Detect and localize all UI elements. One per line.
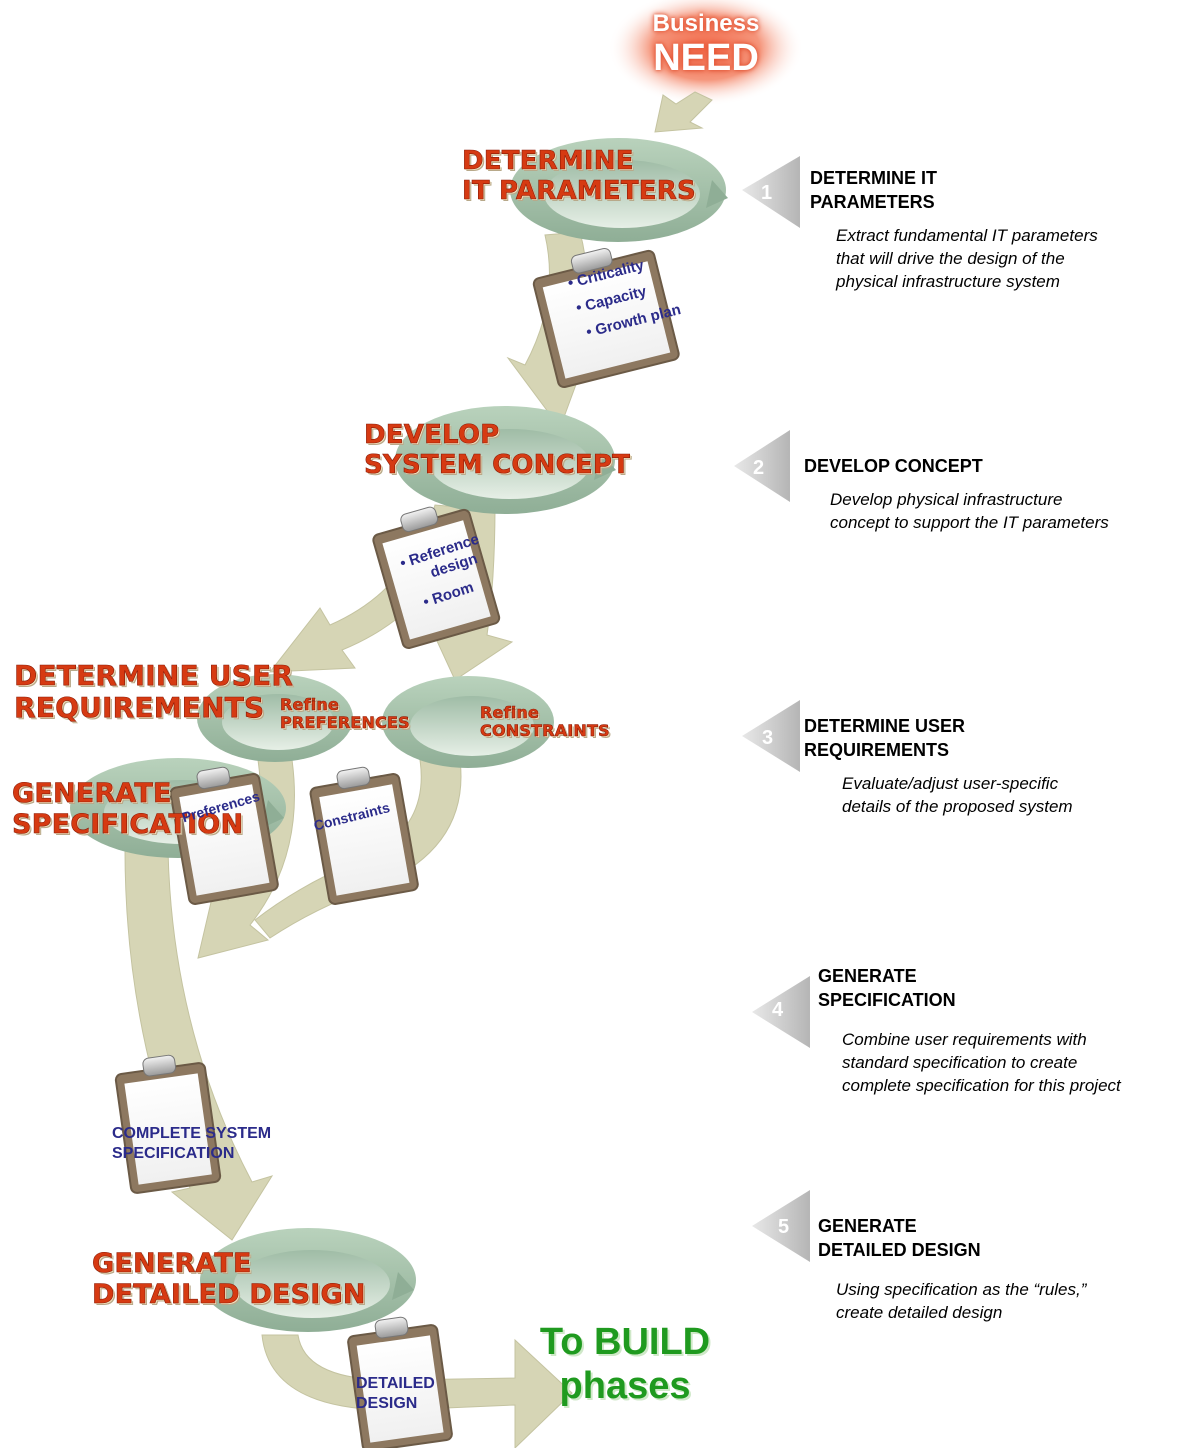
step-4-title-line2: SPECIFICATION <box>818 990 956 1010</box>
step-1-desc-line1: Extract fundamental IT parameters <box>836 226 1098 245</box>
stage-title-1: DETERMINE IT PARAMETERS <box>462 146 696 207</box>
refine-constraints-label: Refine CONSTRAINTS <box>480 703 610 740</box>
step-3-title-line2: REQUIREMENTS <box>804 740 950 760</box>
refine-constraints-line1: Refine <box>480 703 540 722</box>
step-5-block: GENERATE DETAILED DESIGN Using specifica… <box>818 1214 1086 1324</box>
step-number-2: 2 <box>753 457 765 479</box>
step-1-desc-line2: that will drive the design of the <box>836 249 1065 268</box>
stage-title-3-line1: DETERMINE USER <box>14 659 294 692</box>
step-3-desc-line2: details of the proposed system <box>842 797 1073 816</box>
stage-title-2-line1: DEVELOP <box>364 420 500 451</box>
flow-arrow-4-5 <box>124 849 274 1241</box>
clipboard-design-text: DETAILED DESIGN <box>356 1374 435 1414</box>
step-chevron-1 <box>742 156 800 228</box>
step-chevron-2 <box>734 430 790 502</box>
flow-arrow-need <box>654 91 713 133</box>
cycle-disc-5 <box>200 1228 416 1332</box>
step-chevron-3 <box>742 700 800 772</box>
to-build-phases-label: To BUILD phases <box>530 1320 720 1408</box>
step-2-block: DEVELOP CONCEPT Develop physical infrast… <box>804 454 1109 534</box>
cycle-disc-pref <box>197 674 353 762</box>
stage-title-3-line2: REQUIREMENTS <box>14 691 265 724</box>
clipboard-it-params <box>532 247 680 389</box>
step-3-desc-line1: Evaluate/adjust user-specific <box>842 774 1059 793</box>
clipboard-spec <box>114 1054 222 1194</box>
to-build-line2: phases <box>559 1365 691 1407</box>
step-2-title-line1: DEVELOP CONCEPT <box>804 456 983 476</box>
clipboard-spec-line1: COMPLETE SYSTEM <box>112 1125 272 1142</box>
step-1-desc-line3: physical infrastructure system <box>836 272 1060 291</box>
step-number-3: 3 <box>762 727 774 749</box>
business-need-line2: NEED <box>653 37 759 79</box>
step-5-title-line2: DETAILED DESIGN <box>818 1240 981 1260</box>
step-number-1: 1 <box>761 182 773 204</box>
step-3-title-line1: DETERMINE USER <box>804 716 966 736</box>
clipboard-spec-line2: SPECIFICATION <box>112 1145 235 1162</box>
step-2-desc-line2: concept to support the IT parameters <box>830 513 1109 532</box>
refine-preferences-line1: Refine <box>280 695 340 714</box>
step-4-title-line1: GENERATE <box>818 966 917 986</box>
step-2-desc-line1: Develop physical infrastructure <box>830 490 1063 509</box>
step-1-title-line1: DETERMINE IT <box>810 168 938 188</box>
stage-title-1-line1: DETERMINE <box>462 146 634 177</box>
step-5-title-line1: GENERATE <box>818 1216 917 1236</box>
clipboard-design <box>347 1316 453 1448</box>
stage-title-1-line2: IT PARAMETERS <box>462 176 696 207</box>
clipboard-design-line1: DETAILED <box>356 1375 435 1392</box>
stage-title-2-line2: SYSTEM CONCEPT <box>364 450 631 481</box>
stage-title-3: DETERMINE USER REQUIREMENTS <box>14 659 294 724</box>
business-need-glow <box>608 0 804 106</box>
refine-preferences-label: Refine PREFERENCES <box>280 695 410 732</box>
refine-preferences-line2: PREFERENCES <box>280 713 410 732</box>
stage-title-4: GENERATE SPECIFICATION <box>12 778 244 841</box>
business-need-line1: Business <box>652 10 760 37</box>
to-build-line1: To BUILD <box>539 1321 711 1363</box>
step-chevron-5 <box>752 1190 810 1262</box>
step-chevron-4-true <box>752 976 810 1048</box>
stage-title-4-line1: GENERATE <box>12 778 172 810</box>
cycle-disc-2 <box>395 406 616 514</box>
step-4-desc-line1: Combine user requirements with <box>842 1030 1087 1049</box>
cycle-disc-cons <box>382 676 554 768</box>
step-5-desc-line2: create detailed design <box>836 1303 1003 1322</box>
step-4-block: GENERATE SPECIFICATION Combine user requ… <box>818 964 1121 1097</box>
step-1-title-line2: PARAMETERS <box>810 192 935 212</box>
cycle-disc-1 <box>510 138 728 242</box>
stage-title-5: GENERATE DETAILED DESIGN <box>92 1248 366 1311</box>
business-need-label: Business NEED <box>640 10 772 78</box>
clipboard-design-line2: DESIGN <box>356 1395 418 1412</box>
clipboard-spec-text: COMPLETE SYSTEM SPECIFICATION <box>112 1124 271 1164</box>
stage-title-2: DEVELOP SYSTEM CONCEPT <box>364 420 631 481</box>
clipboard-preferences <box>169 766 279 905</box>
step-1-block: DETERMINE IT PARAMETERS Extract fundamen… <box>810 166 1098 293</box>
step-3-block: DETERMINE USER REQUIREMENTS Evaluate/adj… <box>804 714 1073 818</box>
stage-title-5-line1: GENERATE <box>92 1248 252 1280</box>
refine-constraints-line2: CONSTRAINTS <box>480 721 610 740</box>
step-4-desc-line3: complete specification for this project <box>842 1076 1121 1095</box>
stage-title-5-line2: DETAILED DESIGN <box>92 1279 366 1311</box>
step-4-desc-line2: standard specification to create <box>842 1053 1078 1072</box>
clipboard-constraints <box>309 766 419 905</box>
step-number-5: 5 <box>778 1216 790 1238</box>
clipboard-concept <box>372 506 501 650</box>
step-5-desc-line1: Using specification as the “rules,” <box>836 1280 1087 1299</box>
step-number-4: 4 <box>772 999 784 1021</box>
stage-title-4-line2: SPECIFICATION <box>12 809 244 841</box>
